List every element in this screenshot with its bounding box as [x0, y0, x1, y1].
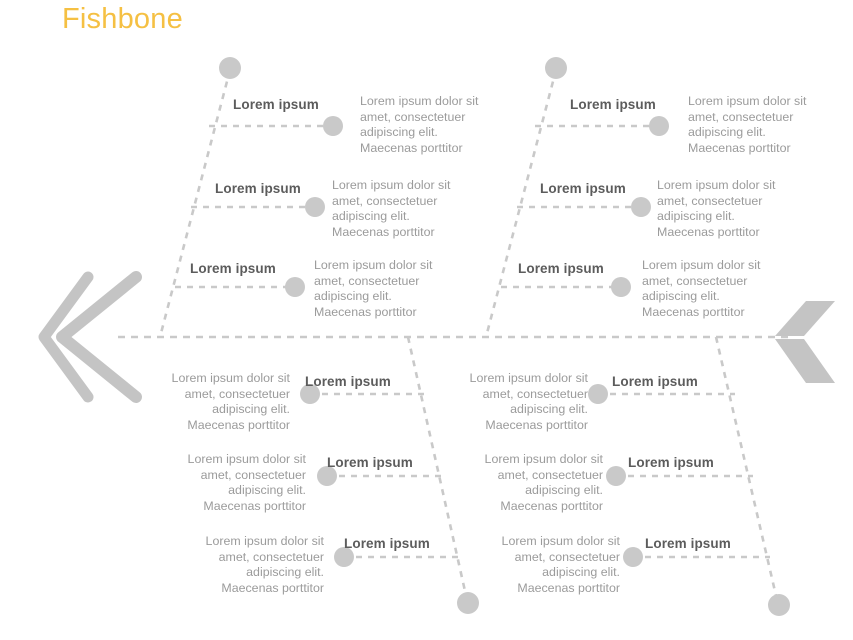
- rib-endpoint-node: [219, 57, 241, 79]
- branch-body: Lorem ipsum dolor sit amet, consectetuer…: [642, 258, 761, 319]
- branch-node: [611, 277, 631, 297]
- branch-body: Lorem ipsum dolor sit amet, consectetuer…: [314, 258, 433, 319]
- branch-heading: Lorem ipsum: [344, 536, 430, 551]
- branch-node: [631, 197, 651, 217]
- branch-body: Lorem ipsum dolor sit amet, consectetuer…: [469, 371, 588, 432]
- branch-body: Lorem ipsum dolor sit amet, consectetuer…: [171, 371, 290, 432]
- branch-node: [623, 547, 643, 567]
- branch-body: Lorem ipsum dolor sit amet, consectetuer…: [332, 178, 451, 239]
- branch-node: [606, 466, 626, 486]
- branch-body: Lorem ipsum dolor sit amet, consectetuer…: [187, 452, 306, 513]
- branch-body: Lorem ipsum dolor sit amet, consectetuer…: [688, 94, 807, 155]
- branch-heading: Lorem ipsum: [628, 455, 714, 470]
- branch-node: [305, 197, 325, 217]
- rib-top-left: [158, 69, 232, 338]
- branch-heading: Lorem ipsum: [612, 374, 698, 389]
- page-title: Fishbone: [62, 3, 183, 35]
- branch-node: [285, 277, 305, 297]
- branch-heading: Lorem ipsum: [190, 261, 276, 276]
- rib-endpoint-node: [545, 57, 567, 79]
- branch-heading: Lorem ipsum: [233, 97, 319, 112]
- branch-heading: Lorem ipsum: [540, 181, 626, 196]
- branch-heading: Lorem ipsum: [215, 181, 301, 196]
- branch-body: Lorem ipsum dolor sit amet, consectetuer…: [657, 178, 776, 239]
- branch-body: Lorem ipsum dolor sit amet, consectetuer…: [205, 534, 324, 595]
- branch-node: [323, 116, 343, 136]
- double-chevron-left-icon: [38, 271, 142, 403]
- branch-body: Lorem ipsum dolor sit amet, consectetuer…: [501, 534, 620, 595]
- branch-body: Lorem ipsum dolor sit amet, consectetuer…: [360, 94, 479, 155]
- rib-endpoint-node: [768, 594, 790, 616]
- branch-heading: Lorem ipsum: [570, 97, 656, 112]
- branch-body: Lorem ipsum dolor sit amet, consectetuer…: [484, 452, 603, 513]
- rib-endpoint-node: [457, 592, 479, 614]
- branch-heading: Lorem ipsum: [518, 261, 604, 276]
- fish-tail-icon: [775, 301, 835, 383]
- rib-bottom-right: [714, 336, 779, 601]
- branch-node: [588, 384, 608, 404]
- branch-heading: Lorem ipsum: [645, 536, 731, 551]
- branch-node: [649, 116, 669, 136]
- branch-heading: Lorem ipsum: [327, 455, 413, 470]
- branch-heading: Lorem ipsum: [305, 374, 391, 389]
